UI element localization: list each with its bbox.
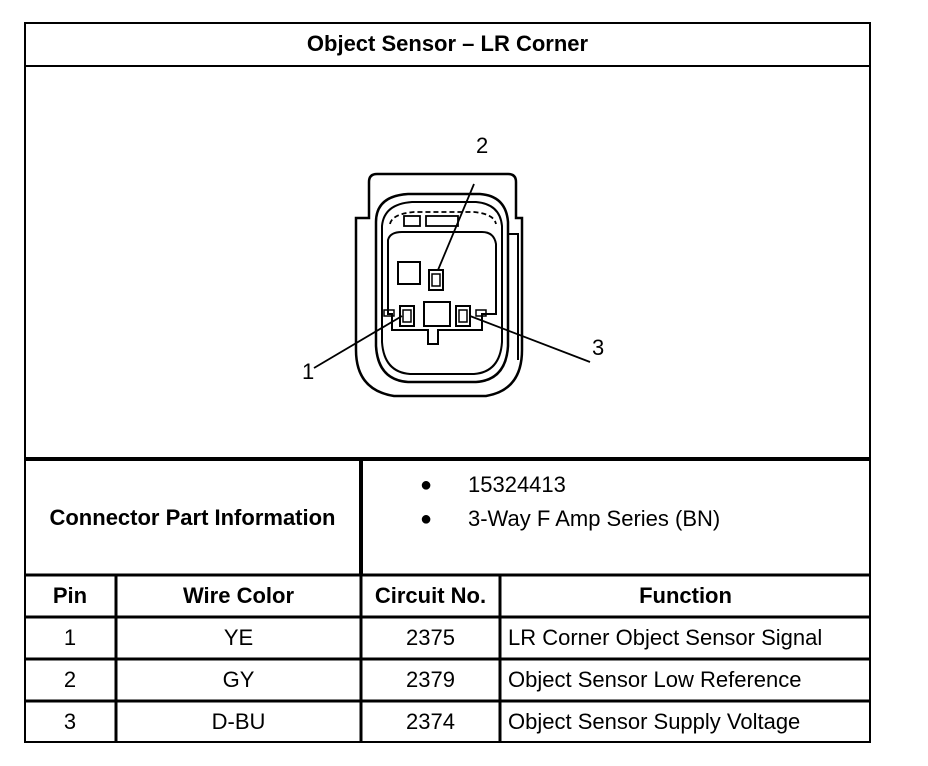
pin-2-label: 2 <box>476 133 489 158</box>
table-cell-circuit: 2379 <box>406 667 455 692</box>
table-cell-pin: 3 <box>63 708 77 734</box>
table-cell-circuit: 2375 <box>406 625 455 650</box>
table-cell-wire-color: GY <box>222 667 255 692</box>
diagram-title: Object Sensor – LR Corner <box>306 31 589 56</box>
table-cell-pin: 2 <box>63 667 77 692</box>
header-wire-color: Wire Color <box>182 583 295 608</box>
bullet-icon: ● <box>420 473 433 496</box>
table-cell-circuit: 2374 <box>406 708 455 734</box>
table-cell-function: Object Sensor Supply Voltage <box>508 708 801 734</box>
connector-sheet: Object Sensor – LR Corner <box>24 22 871 743</box>
pin-1-label: 1 <box>302 359 315 384</box>
header-circuit-no: Circuit No. <box>374 583 487 608</box>
connector-face-drawing <box>313 172 591 398</box>
part-info-item: ● 3-Way F Amp Series (BN) <box>420 506 720 532</box>
header-pin: Pin <box>52 583 88 608</box>
table-cell-wire-color: D-BU <box>211 708 266 734</box>
table-cell-pin: 1 <box>63 625 77 650</box>
table-cell-wire-color: YE <box>223 625 254 650</box>
part-info-item: ● 15324413 <box>420 472 566 498</box>
table-frame <box>24 22 871 743</box>
part-number: 15324413 <box>468 472 566 497</box>
bullet-icon: ● <box>420 507 433 530</box>
connector-series: 3-Way F Amp Series (BN) <box>468 506 721 531</box>
pin-3-label: 3 <box>592 335 605 360</box>
part-info-label: Connector Part Information <box>49 505 336 530</box>
table-cell-function: Object Sensor Low Reference <box>508 667 802 692</box>
header-function: Function <box>639 583 732 608</box>
table-cell-function: LR Corner Object Sensor Signal <box>508 625 823 650</box>
